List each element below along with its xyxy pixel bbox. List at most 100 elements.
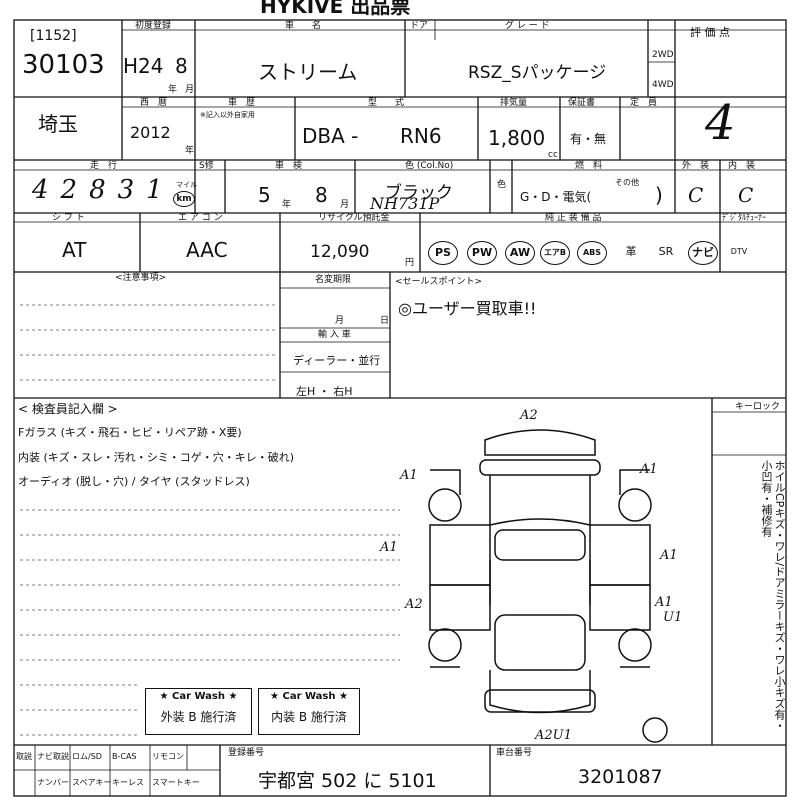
history-sub: ※記入以外自家用 [200, 111, 255, 119]
model-value: RN6 [400, 124, 442, 148]
car-wash-outer: ★ Car Wash ★ 外装 B 施行済 [145, 688, 252, 735]
displacement-value: 1,800 [488, 126, 546, 150]
ext-value: C [688, 183, 704, 207]
int-label: 内 装 [728, 161, 756, 171]
color-mark: 色 [497, 180, 507, 190]
footer-top-item-4: リモコン [152, 752, 184, 761]
ext-label: 外 装 [682, 161, 710, 171]
car-wash-inner: ★ Car Wash ★ 内装 B 施行済 [258, 688, 360, 735]
steer-value: 左H ・ 右H [296, 385, 353, 398]
footer-top-item-3: B-CAS [112, 752, 137, 761]
drive-4wd: 4WD [652, 80, 674, 90]
inspector-line-interior: 内装 (キズ・スレ・汚れ・シミ・コゲ・穴・キレ・破れ) [18, 451, 295, 464]
option-8: DTV [730, 247, 748, 256]
car-wash-inner-title: ★ Car Wash ★ [270, 691, 348, 702]
model-prefix: DBA - [302, 124, 359, 148]
title-month: 月 [335, 316, 345, 326]
option-6: SR [658, 245, 674, 258]
chassis-value: 3201087 [578, 766, 663, 788]
door-label: ドア [410, 21, 429, 31]
western-label: 西 暦 [140, 98, 168, 108]
western-unit: 年 [185, 146, 195, 156]
score-label: 評 価 点 [690, 26, 730, 39]
year-unit: 年 [282, 200, 292, 210]
ac-label: エ ア コ ン [178, 213, 223, 223]
color-code: NH731P [370, 194, 440, 213]
fuel-label: 燃 料 [575, 161, 603, 171]
damage-mark-right-door: A1 [660, 548, 678, 563]
recycle-value: 12,090 [310, 242, 370, 262]
keylock-label: キーロック [735, 402, 781, 412]
car-wash-inner-value: 内装 B 施行済 [271, 710, 347, 724]
mileage-label: 走 行 [90, 161, 118, 171]
mileage-value: 42831 [32, 175, 175, 205]
car-diagram [428, 429, 668, 743]
damage-mark-left-door: A1 [380, 540, 398, 555]
mileage-unit: km [173, 191, 195, 207]
reg-month-unit: 月 [185, 85, 195, 95]
shift-label: シ フ ト [52, 213, 85, 223]
reg-month: 8 [175, 54, 188, 78]
title-change-label: 名変期限 [315, 275, 352, 285]
option-2: AW [505, 241, 535, 265]
recycle-unit: 円 [405, 258, 415, 268]
damage-mark-right-rear-2: U1 [663, 610, 683, 625]
car-name: ストリーム [258, 60, 358, 84]
ac-value: AAC [186, 238, 228, 262]
damage-mark-left-rear: A2 [405, 597, 423, 612]
int-value: C [738, 183, 754, 207]
genuine-label: 純 正 装 備 品 [545, 213, 602, 223]
damage-mark-right-rear: A1 [655, 595, 673, 610]
model-label: 型 式 [368, 98, 405, 108]
option-5: 革 [625, 245, 637, 258]
grade-label: グ レ ー ド [505, 21, 550, 31]
damage-mark-rear: A2U1 [535, 728, 572, 743]
footer-bottom-item-0: ナンバー [37, 778, 69, 787]
fuel-close: ) [655, 183, 663, 207]
plate-label: 登録番号 [228, 748, 265, 758]
damage-mark-roof: A2 [520, 408, 538, 423]
region: 埼玉 [38, 112, 78, 136]
damage-mark-front-left: A1 [400, 468, 418, 483]
import-label: 輸 入 車 [318, 330, 351, 340]
side-note: ホイルCPキズ・ワレ/ドアミラーキズ・ワレ小キズ有・小凹有・補修有 [760, 460, 786, 732]
inspector-line-glass: Fガラス (キズ・飛石・ヒビ・リペア跡・X要) [18, 426, 242, 439]
option-0: PS [428, 241, 458, 265]
history-label: 車 歴 [228, 98, 256, 108]
chassis-label: 車台番号 [496, 748, 533, 758]
lot-bracket: [1152] [30, 28, 77, 44]
footer-top-item-1: ナビ取説 [37, 752, 69, 761]
month-unit: 月 [340, 200, 350, 210]
sales-point: ◎ユーザー買取車!! [398, 299, 537, 318]
drive-2wd: 2WD [652, 50, 674, 60]
footer-top-item-2: ロム/SD [72, 752, 102, 761]
displacement-label: 排気量 [500, 98, 528, 108]
capacity-label: 定 員 [630, 98, 658, 108]
car-wash-outer-title: ★ Car Wash ★ [159, 691, 238, 702]
score-value: 4 [705, 95, 736, 151]
reg-era: H24 [123, 54, 164, 78]
tuner-label: ﾃﾞｼﾞﾀﾙﾁｭｰﾅｰ [722, 213, 766, 222]
warranty-value: 有・無 [570, 132, 607, 146]
option-3: エアB [540, 241, 570, 265]
form-title: HYKIVE 出品票 [260, 0, 411, 18]
notes-label: <注意事項> [115, 273, 167, 283]
inspection-month: 8 [315, 183, 328, 207]
footer-bottom-item-3: スマートキー [152, 778, 200, 787]
reg-label: 初度登録 [135, 21, 172, 31]
shift-value: AT [62, 238, 87, 262]
option-1: PW [467, 241, 497, 265]
plate-value: 宇都宮 502 に 5101 [258, 770, 437, 792]
grade-value: RSZ_Sパッケージ [468, 63, 607, 83]
mileage-unit-top: マイル [176, 181, 197, 189]
import-value: ディーラー・並行 [293, 354, 381, 367]
color-value: ブラック [385, 183, 453, 203]
inspector-line-audio: オーディオ (脱し・穴) / タイヤ (スタッドレス) [18, 475, 250, 488]
car-wash-outer-value: 外装 B 施行済 [160, 710, 237, 724]
footer-bottom-item-1: スペアキー [72, 778, 112, 787]
footer-top-item-0: 取説 [16, 752, 32, 761]
lot-number: 30103 [22, 50, 105, 80]
inspection-label: 車 検 [275, 161, 303, 171]
footer-bottom-item-2: キーレス [112, 778, 144, 787]
inspector-title: < 検査員記入欄 > [18, 402, 118, 416]
